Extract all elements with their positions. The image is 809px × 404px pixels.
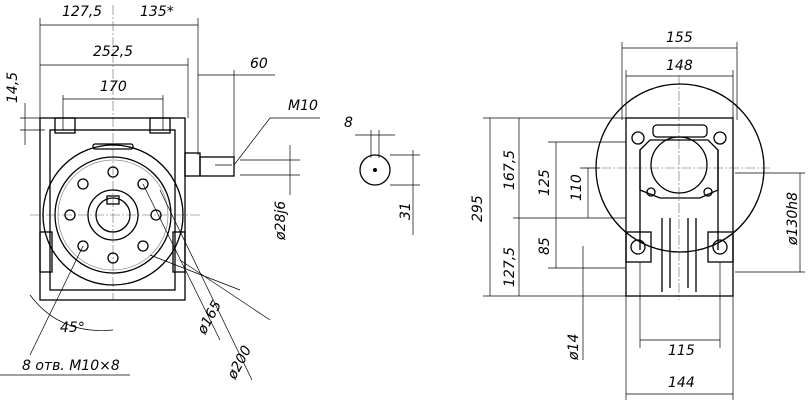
thread-label: M10 bbox=[288, 98, 318, 114]
dim-170: 170 bbox=[100, 79, 127, 95]
flange-circle bbox=[42, 144, 184, 286]
dim-110: 110 bbox=[569, 174, 585, 201]
dim-85: 85 bbox=[537, 237, 553, 255]
dim-125: 125 bbox=[537, 169, 553, 196]
dim-60: 60 bbox=[250, 56, 268, 72]
dim-155: 155 bbox=[666, 30, 693, 46]
key-height: 31 bbox=[398, 202, 414, 220]
dim-127-5: 127,5 bbox=[62, 4, 102, 20]
key-width: 8 bbox=[344, 115, 353, 131]
bolt-holes bbox=[64, 166, 162, 264]
holes-label: 8 отв. M10×8 bbox=[22, 358, 120, 374]
dim-148: 148 bbox=[666, 58, 693, 74]
dim-167-5: 167,5 bbox=[502, 150, 518, 190]
dim-135: 135* bbox=[140, 4, 174, 20]
dim-127-5-lower: 127,5 bbox=[502, 247, 518, 287]
hole-diameter: ø14 bbox=[566, 334, 582, 361]
bolt-circle-diameter: ø165 bbox=[194, 298, 225, 338]
pilot-diameter: ø130h8 bbox=[785, 192, 801, 246]
front-view: 155 148 295 167,5 125 110 127,5 85 ø130h… bbox=[470, 30, 805, 400]
dim-14-5: 14,5 bbox=[5, 72, 21, 103]
side-view: 127,5 135* 252,5 60 170 14,5 M10 ø28j6 ø… bbox=[0, 4, 320, 383]
dim-115: 115 bbox=[668, 343, 695, 359]
angle-label: 45° bbox=[60, 320, 85, 336]
dim-252-5: 252,5 bbox=[93, 44, 133, 60]
shaft-section: 8 31 bbox=[344, 115, 420, 235]
dim-295: 295 bbox=[470, 195, 486, 222]
shaft-diameter: ø28j6 bbox=[273, 201, 289, 241]
dim-144: 144 bbox=[668, 375, 695, 391]
